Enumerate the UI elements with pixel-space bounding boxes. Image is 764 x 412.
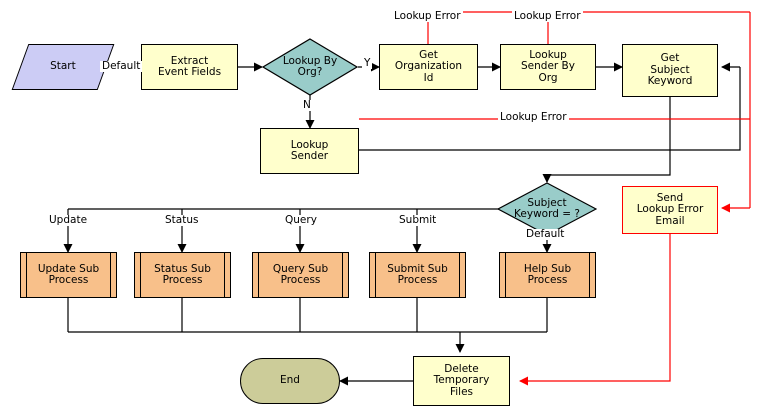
node-subject-keyword-check-label: Subject Keyword = ?	[514, 196, 580, 220]
node-lookup-sender[interactable]: Lookup Sender	[260, 128, 359, 174]
node-submit-sub-process-label: Submit Sub Process	[387, 262, 448, 286]
node-update-sub-process-label: Update Sub Process	[37, 262, 100, 286]
subprocess-bar-left	[505, 253, 506, 297]
node-status-sub-process[interactable]: Status Sub Process	[134, 252, 231, 298]
node-lookup-sender-by-org[interactable]: Lookup Sender By Org	[500, 44, 596, 90]
node-update-sub-process[interactable]: Update Sub Process	[20, 252, 117, 298]
node-delete-temporary-files-label: Delete Temporary Files	[433, 362, 490, 398]
edge-label-query: Query	[283, 214, 319, 226]
edge-label-lookup-error-3: Lookup Error	[498, 111, 569, 123]
node-query-sub-process[interactable]: Query Sub Process	[252, 252, 349, 298]
node-lookup-by-org-label: Lookup By Org?	[282, 54, 338, 78]
node-lookup-by-org[interactable]: Lookup By Org?	[262, 38, 358, 96]
subprocess-bar-right	[224, 253, 225, 297]
node-query-sub-process-label: Query Sub Process	[272, 262, 329, 286]
node-lookup-sender-by-org-label: Lookup Sender By Org	[521, 48, 575, 84]
node-start[interactable]: Start	[11, 44, 115, 90]
node-submit-sub-process[interactable]: Submit Sub Process	[369, 252, 466, 298]
subprocess-bar-right	[589, 253, 590, 297]
node-extract-event-fields[interactable]: Extract Event Fields	[141, 44, 238, 90]
decision-shape	[262, 38, 358, 96]
subprocess-bar-left	[140, 253, 141, 297]
node-get-subject-keyword-label: Get Subject Keyword	[647, 52, 693, 88]
node-lookup-sender-label: Lookup Sender	[290, 138, 329, 162]
edge-label-update: Update	[47, 214, 90, 226]
node-get-organization-id[interactable]: Get Organization Id	[379, 44, 478, 90]
edge-label-lookup-error-2: Lookup Error	[512, 10, 583, 22]
subprocess-bar-right	[342, 253, 343, 297]
edge-label-submit: Submit	[397, 214, 439, 226]
node-get-subject-keyword[interactable]: Get Subject Keyword	[622, 44, 718, 97]
edge-label-yes-branch: Y	[362, 57, 373, 69]
subprocess-bar-left	[375, 253, 376, 297]
node-send-lookup-error-email[interactable]: Send Lookup Error Email	[622, 186, 718, 234]
subprocess-bar-left	[26, 253, 27, 297]
node-extract-event-fields-label: Extract Event Fields	[157, 54, 222, 78]
edge-label-no-branch: N	[301, 99, 313, 111]
edge-label-default-start: Default	[100, 60, 143, 72]
subprocess-bar-right	[110, 253, 111, 297]
node-end[interactable]: End	[240, 358, 340, 404]
edge-label-status: Status	[163, 214, 201, 226]
node-send-lookup-error-email-label: Send Lookup Error Email	[636, 191, 704, 227]
edge-label-lookup-error-1: Lookup Error	[392, 10, 463, 22]
node-help-sub-process-label: Help Sub Process	[523, 262, 572, 286]
subprocess-bar-left	[258, 253, 259, 297]
node-start-label: Start	[50, 60, 76, 73]
node-get-organization-id-label: Get Organization Id	[394, 48, 463, 84]
node-status-sub-process-label: Status Sub Process	[154, 262, 211, 286]
node-delete-temporary-files[interactable]: Delete Temporary Files	[413, 356, 510, 406]
subprocess-bar-right	[459, 253, 460, 297]
node-end-label: End	[280, 374, 300, 387]
edge-label-default-keyword: Default	[524, 228, 567, 240]
node-help-sub-process[interactable]: Help Sub Process	[499, 252, 596, 298]
